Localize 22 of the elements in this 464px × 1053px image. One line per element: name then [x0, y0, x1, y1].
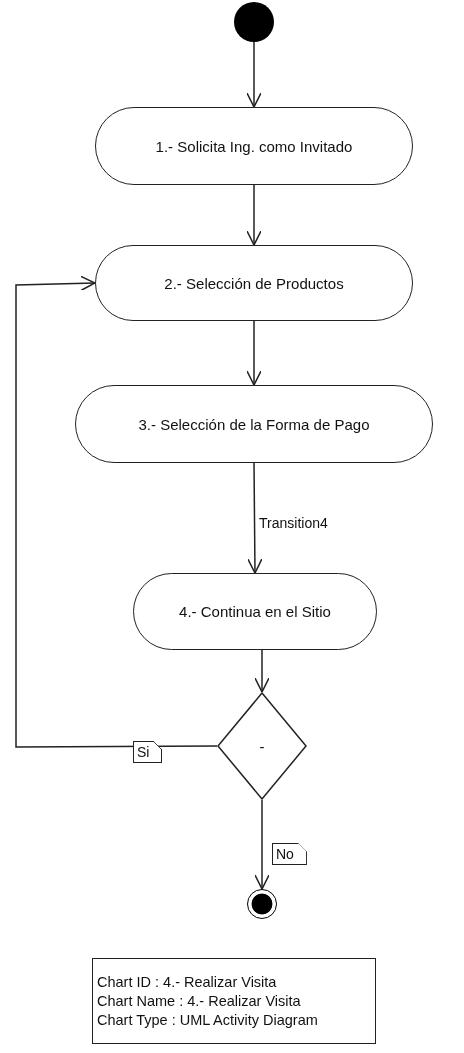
arrow: [254, 799, 270, 890]
arrow: [15, 275, 218, 748]
arrow: [246, 320, 262, 386]
arrow: [246, 184, 262, 246]
node-label: -: [259, 737, 265, 755]
decision-diamond: [217, 692, 307, 800]
node-label: 3.- Selección de la Forma de Pago: [138, 415, 370, 433]
node-label: 1.- Solicita Ing. como Invitado: [155, 137, 353, 155]
initial-node: [234, 2, 274, 42]
edge-label: Si: [133, 741, 163, 763]
edge-label: No: [272, 843, 307, 865]
edge-label: Transition4: [258, 515, 329, 531]
node-label: 4.- Continua en el Sitio: [179, 603, 331, 620]
node-label: 2.- Selección de Productos: [164, 274, 344, 292]
chart-info-box: [92, 958, 376, 1044]
node-label: Chart Type : UML Activity Diagram: [97, 1010, 318, 1030]
arrow: [254, 649, 270, 693]
arrow: [247, 462, 263, 574]
arrow: [246, 41, 262, 108]
final-node: [247, 889, 277, 919]
node-label: Chart Name : 4.- Realizar Visita: [97, 991, 301, 1011]
node-label: Chart ID : 4.- Realizar Visita: [97, 972, 277, 992]
